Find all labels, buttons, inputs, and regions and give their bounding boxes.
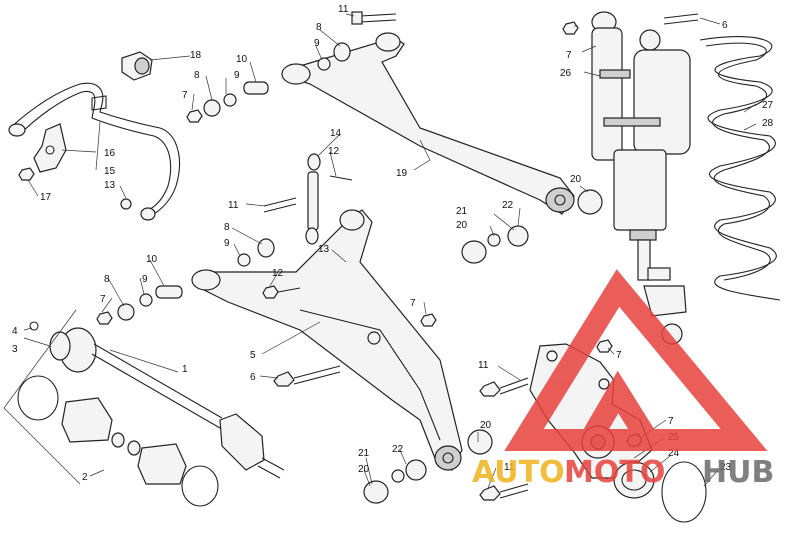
cap-screw bbox=[262, 197, 341, 387]
callout-27: 27 bbox=[762, 100, 774, 111]
callout-16: 16 bbox=[104, 148, 116, 159]
cap-screw bbox=[479, 339, 643, 501]
coil-spring bbox=[699, 36, 781, 301]
callout-28: 28 bbox=[762, 118, 774, 129]
bracket bbox=[33, 123, 67, 173]
callout-11: 11 bbox=[228, 200, 239, 211]
callout-11: 11 bbox=[338, 4, 349, 15]
bushing bbox=[121, 51, 153, 81]
callout-9: 9 bbox=[314, 38, 320, 49]
callout-20: 20 bbox=[570, 174, 582, 185]
callout-2: 2 bbox=[82, 472, 88, 483]
callout-21: 21 bbox=[456, 206, 468, 217]
callout-20: 20 bbox=[480, 420, 492, 431]
shock-absorber bbox=[591, 11, 691, 345]
callout-11: 11 bbox=[504, 462, 515, 473]
logo-text-hub: HUB bbox=[702, 455, 774, 490]
callout-7: 7 bbox=[616, 350, 622, 361]
callout-9: 9 bbox=[234, 70, 240, 81]
callout-23: 23 bbox=[720, 462, 732, 473]
ball-joint-kit bbox=[363, 189, 603, 504]
callout-8: 8 bbox=[194, 70, 200, 81]
callout-10: 10 bbox=[146, 254, 158, 265]
logo-text-auto: AUTO bbox=[472, 455, 565, 490]
lower-a-arm bbox=[191, 209, 463, 471]
callout-26: 26 bbox=[560, 68, 572, 79]
cap-screw bbox=[351, 11, 397, 25]
retaining-ring bbox=[29, 321, 39, 331]
callout-20: 20 bbox=[456, 220, 468, 231]
bushing-set bbox=[96, 238, 275, 325]
callout-8: 8 bbox=[224, 222, 230, 233]
stabilizer-bar bbox=[8, 82, 180, 221]
logo-text-moto: MOTO bbox=[564, 455, 665, 490]
callout-1: 1 bbox=[182, 364, 188, 375]
callout-7: 7 bbox=[668, 416, 674, 427]
boot-kit bbox=[17, 375, 219, 507]
callout-22: 22 bbox=[502, 200, 514, 211]
callout-10: 10 bbox=[236, 54, 248, 65]
callout-8: 8 bbox=[316, 22, 322, 33]
callout-20: 20 bbox=[358, 464, 370, 475]
automotohub-logo: AUTO MOTO HUB bbox=[472, 269, 774, 490]
callout-7: 7 bbox=[182, 90, 188, 101]
callout-13: 13 bbox=[104, 180, 116, 191]
leader-lines bbox=[3, 13, 757, 489]
lock-nut bbox=[420, 313, 437, 327]
callout-8: 8 bbox=[104, 274, 110, 285]
callout-6: 6 bbox=[250, 372, 256, 383]
bushing-set bbox=[186, 42, 351, 123]
cap-screw bbox=[562, 13, 699, 35]
callout-9: 9 bbox=[224, 238, 230, 249]
callout-6: 6 bbox=[722, 20, 728, 31]
callout-7: 7 bbox=[566, 50, 572, 61]
callout-labels: 1 2 3 4 5 6 6 7 7 7 7 7 7 8 8 8 8 9 9 9 … bbox=[12, 4, 774, 483]
callout-21: 21 bbox=[358, 448, 370, 459]
callout-22: 22 bbox=[392, 444, 404, 455]
callout-7: 7 bbox=[100, 294, 106, 305]
callout-12: 12 bbox=[272, 268, 284, 279]
callout-9: 9 bbox=[142, 274, 148, 285]
callout-19: 19 bbox=[396, 168, 408, 179]
drive-axle bbox=[49, 327, 285, 479]
callout-4: 4 bbox=[12, 326, 18, 337]
callout-15: 15 bbox=[104, 166, 116, 177]
callout-3: 3 bbox=[12, 344, 18, 355]
callout-12: 12 bbox=[328, 146, 340, 157]
upper-a-arm bbox=[281, 32, 575, 215]
callout-11: 11 bbox=[478, 360, 489, 371]
logo-triangle-mark bbox=[504, 269, 768, 451]
callout-14: 14 bbox=[330, 128, 342, 139]
wheel-bearing bbox=[613, 461, 707, 523]
callout-24: 24 bbox=[668, 448, 680, 459]
callout-17: 17 bbox=[40, 192, 52, 203]
callout-13: 13 bbox=[318, 244, 330, 255]
stabilizer-link bbox=[305, 153, 353, 245]
callout-5: 5 bbox=[250, 350, 256, 361]
callout-7: 7 bbox=[410, 298, 416, 309]
callout-18: 18 bbox=[190, 50, 202, 61]
cap-screw bbox=[18, 167, 132, 210]
